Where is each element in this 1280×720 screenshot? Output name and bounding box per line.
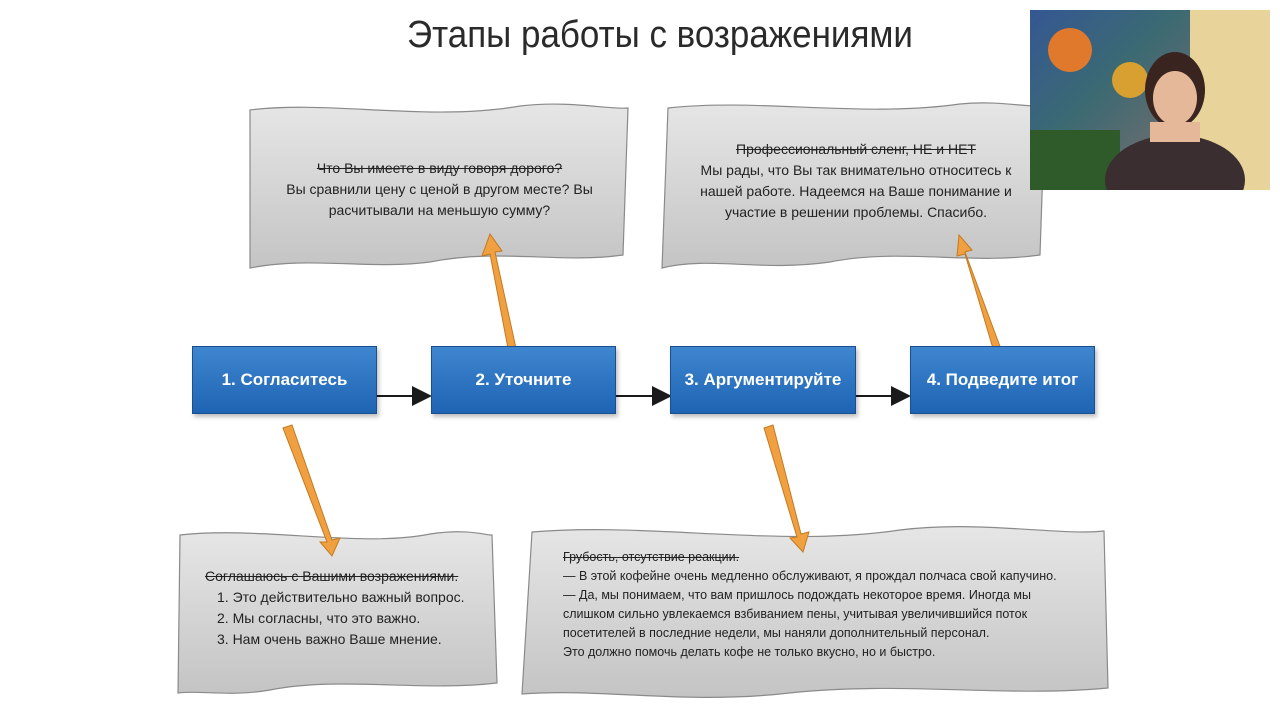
note-agree-item: 1. Это действительно важный вопрос. xyxy=(217,589,465,605)
pointer-argue xyxy=(763,424,810,553)
note-summary-heading: Профессиональный сленг, НЕ и НЕТ xyxy=(736,141,976,157)
note-argue-line: посетителей в последние недели, мы нанял… xyxy=(563,626,990,640)
step-summary: 4. Подведите итог xyxy=(910,346,1095,414)
note-agree-item: 2. Мы согласны, что это важно. xyxy=(217,610,421,626)
note-argue-line: — В этой кофейне очень медленно обслужив… xyxy=(563,569,1057,583)
step-agree: 1. Согласитесь xyxy=(192,346,377,414)
note-summary-line: нашей работе. Надеемся на Ваше понимание… xyxy=(700,183,1012,199)
note-agree-heading: Соглашаюсь с Вашими возражениями. xyxy=(205,568,459,584)
note-argue-line: слишком сильно увлекаемся взбиванием пен… xyxy=(563,607,1028,621)
note-clarify: Что Вы имеете в виду говоря дорого? Вы с… xyxy=(262,158,617,221)
step-argue: 3. Аргументируйте xyxy=(670,346,856,414)
step-clarify: 2. Уточните xyxy=(431,346,616,414)
note-clarify-line: расчитывали на меньшую сумму? xyxy=(328,202,551,218)
note-summary: Профессиональный сленг, НЕ и НЕТ Мы рады… xyxy=(676,139,1036,223)
note-summary-line: Мы рады, что Вы так внимательно относите… xyxy=(700,162,1012,178)
note-clarify-heading: Что Вы имеете в виду говоря дорого? xyxy=(316,160,563,176)
webcam-overlay xyxy=(1030,10,1270,190)
note-summary-shape xyxy=(661,102,1046,269)
note-argue-heading: Грубость, отсутствие реакции. xyxy=(563,550,740,564)
note-agree: Соглашаюсь с Вашими возражениями. 1. Это… xyxy=(205,566,490,650)
note-clarify-shape xyxy=(249,103,629,269)
pointer-clarify xyxy=(481,232,520,365)
note-argue-shape xyxy=(521,526,1109,698)
note-argue-line: — Да, мы понимаем, что вам пришлось подо… xyxy=(563,588,1032,602)
pointer-summary xyxy=(956,233,1006,363)
note-clarify-line: Вы сравнили цену с ценой в другом месте?… xyxy=(286,181,593,197)
webcam-image xyxy=(1030,10,1270,190)
page-title: Этапы работы с возражениями xyxy=(407,14,913,56)
pointer-agree xyxy=(282,424,341,557)
note-agree-item: 3. Нам очень важно Ваше мнение. xyxy=(217,631,442,647)
note-argue-line: Это должно помочь делать кофе не только … xyxy=(563,645,936,659)
note-argue: Грубость, отсутствие реакции. — В этой к… xyxy=(563,548,1098,662)
note-summary-line: участие в решении проблемы. Спасибо. xyxy=(724,204,988,220)
